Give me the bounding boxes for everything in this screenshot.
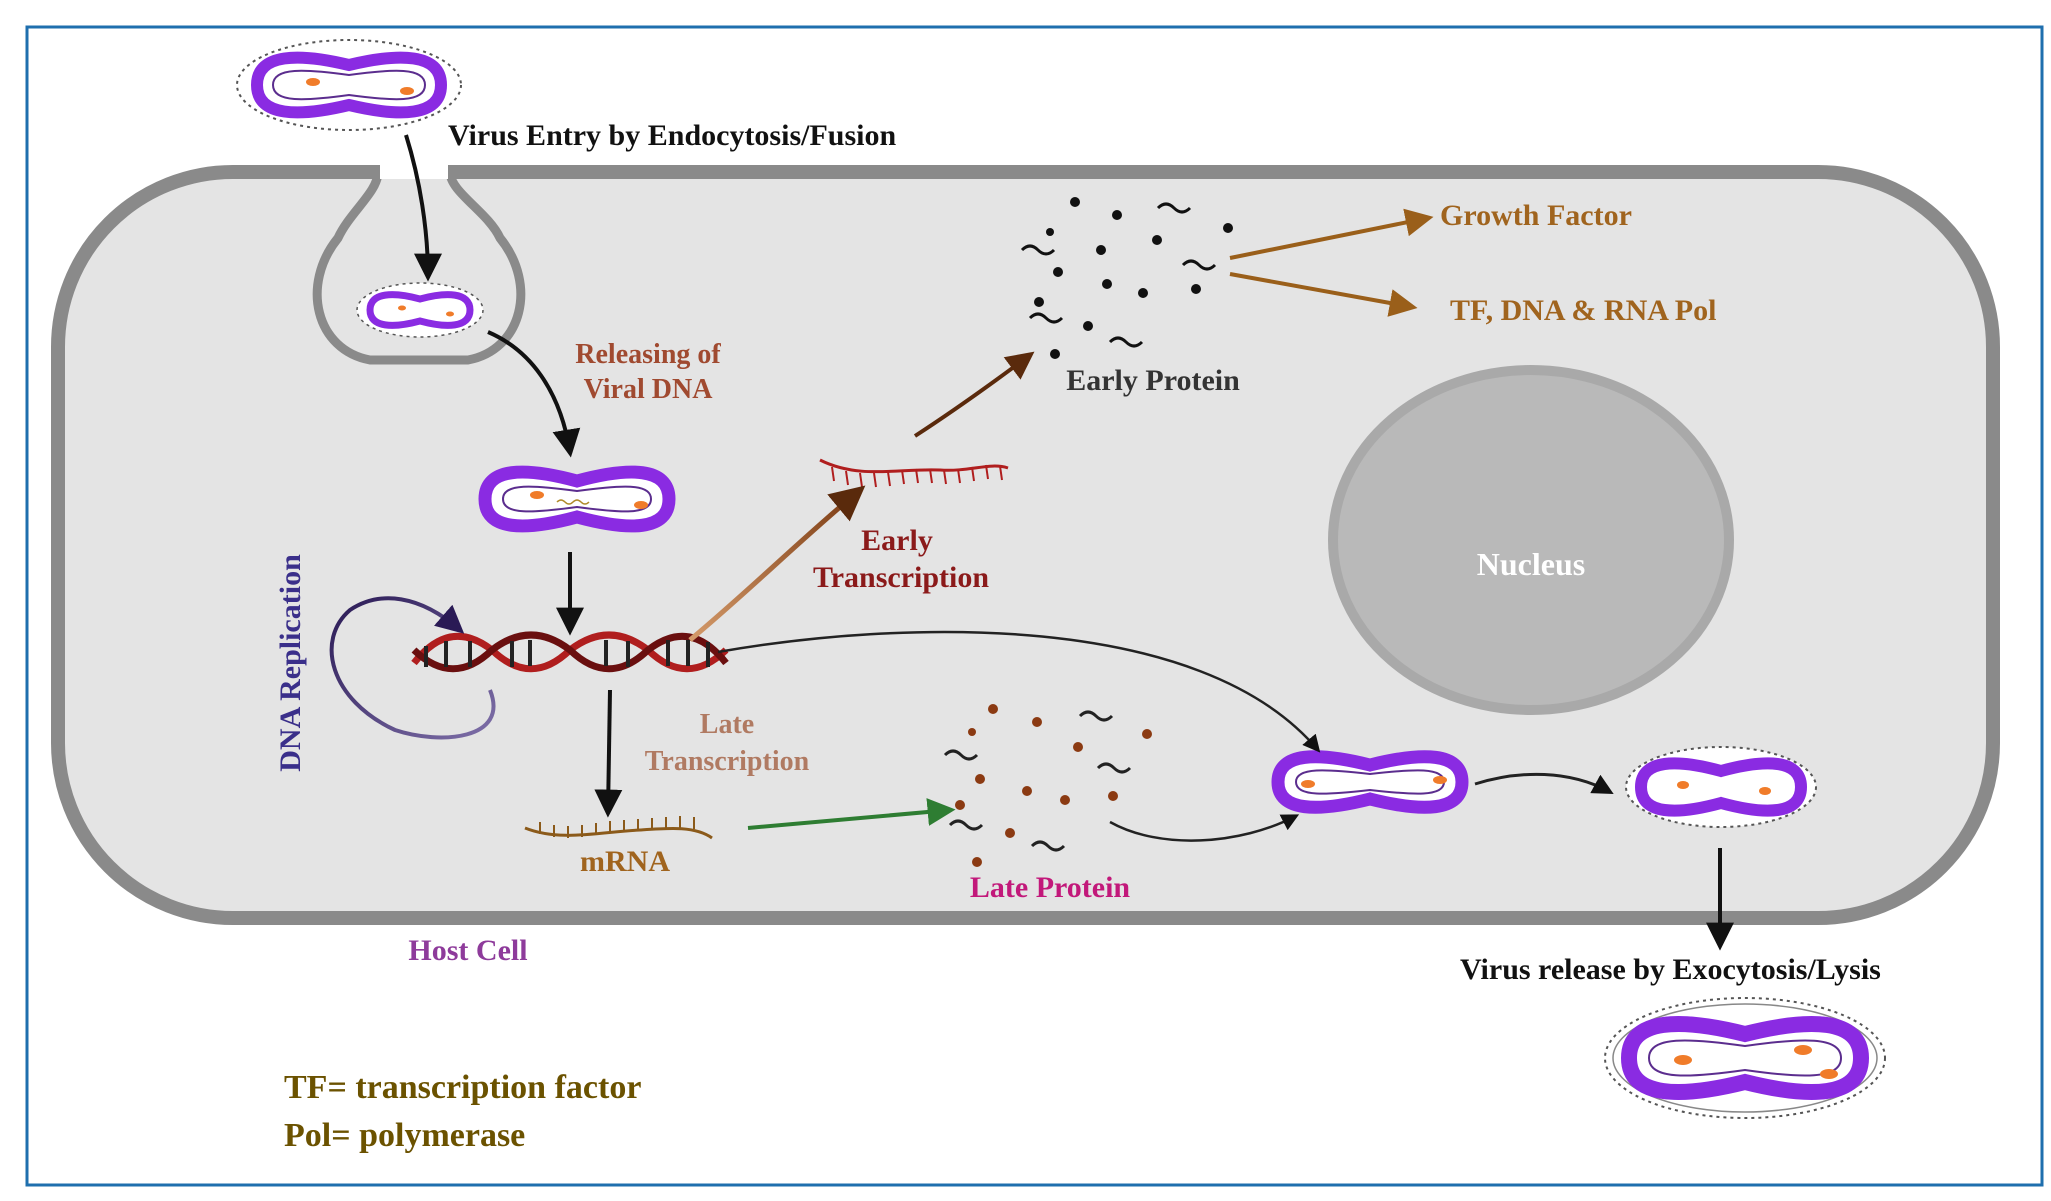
early-transcription-label-line1: Early <box>861 524 933 557</box>
late-mrna-strand <box>524 816 713 840</box>
release-label: Virus release by Exocytosis/Lysis <box>1460 953 1881 986</box>
release-dna-arrow <box>487 330 581 458</box>
dna-to-assembly-arrow <box>717 630 1321 753</box>
enveloped-virus-budding-icon <box>1625 746 1817 828</box>
early-protein-cluster <box>1020 197 1233 359</box>
late-transcription-label-line1: Late <box>700 709 754 740</box>
early-protein-label: Early Protein <box>1066 364 1240 397</box>
late-protein-label: Late Protein <box>970 871 1131 904</box>
dna-replication-label: DNA Replication <box>274 554 307 772</box>
assembled-capsid-icon <box>1271 750 1469 814</box>
tf-pol-arrow <box>1229 272 1418 317</box>
late-protein-cluster <box>943 704 1152 867</box>
nucleus-label: Nucleus <box>1477 546 1585 582</box>
early-mrna-strand <box>819 458 1009 488</box>
late-transcription-label-line2: Transcription <box>645 746 810 777</box>
legend-tf: TF= transcription factor <box>284 1069 641 1106</box>
protein-to-assembly-arrow <box>1109 814 1300 842</box>
host-cell-label: Host Cell <box>408 934 527 967</box>
legend-pol: Pol= polymerase <box>284 1117 525 1154</box>
growth-factor-label: Growth Factor <box>1440 199 1632 232</box>
nucleus <box>1328 365 1734 715</box>
viral-capsid-released-icon <box>478 465 676 533</box>
entry-arrow <box>404 134 442 282</box>
tf-dna-rna-pol-label: TF, DNA & RNA Pol <box>1450 294 1716 327</box>
virus-in-vesicle-icon <box>356 282 484 338</box>
early-transcription-label-line2: Transcription <box>813 561 989 594</box>
host-cell <box>51 165 2000 925</box>
entry-label: Virus Entry by Endocytosis/Fusion <box>448 119 896 152</box>
budding-arrow <box>1474 772 1614 795</box>
released-virus-icon <box>1604 997 1886 1119</box>
viral-dna-helix <box>411 631 729 673</box>
growth-factor-arrow <box>1229 208 1434 260</box>
early-translation-arrow <box>913 351 1035 438</box>
dna-replication-arrow <box>329 596 496 740</box>
releasing-label-line1: Releasing of <box>575 339 721 370</box>
translation-arrow <box>747 798 956 830</box>
releasing-label-line2: Viral DNA <box>584 374 714 405</box>
late-transcription-arrow <box>594 689 623 818</box>
mrna-label: mRNA <box>580 845 670 878</box>
virus-enveloped-top-icon <box>236 39 462 131</box>
early-transcription-arrow <box>688 485 866 642</box>
